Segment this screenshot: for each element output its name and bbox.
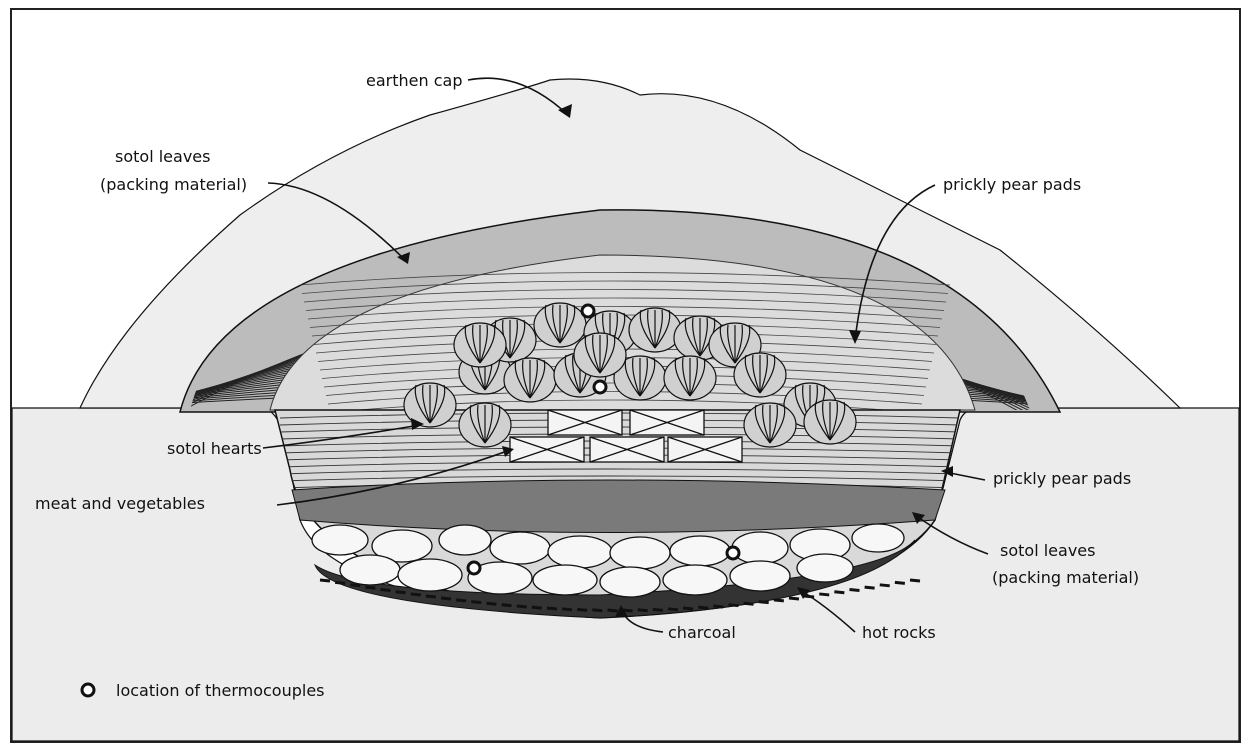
label-meat-vegetables: meat and vegetables <box>35 494 205 513</box>
charcoal-dash <box>683 608 693 609</box>
meat-vegetable-package <box>548 410 622 435</box>
charcoal-dash <box>880 585 890 586</box>
thermocouple-marker <box>594 381 606 393</box>
charcoal-dash <box>592 610 602 611</box>
hot-rock <box>548 536 612 568</box>
label-sotol-hearts: sotol hearts <box>167 439 262 458</box>
label-sotol-leaves-top: sotol leaves <box>115 147 210 166</box>
legend: location of thermocouples <box>82 681 325 700</box>
charcoal-dash <box>728 605 738 606</box>
hot-rock <box>312 525 368 555</box>
charcoal-dash <box>562 609 572 610</box>
charcoal-dash <box>577 609 587 610</box>
hot-rock <box>852 524 904 552</box>
charcoal-dash <box>668 609 678 610</box>
label-prickly-pear-mid: prickly pear pads <box>993 469 1131 488</box>
charcoal-dash <box>365 587 375 588</box>
hot-rock <box>490 532 550 564</box>
sotol-heart <box>454 323 506 367</box>
charcoal-dash <box>517 606 527 607</box>
charcoal-dash <box>834 592 844 593</box>
charcoal-dash <box>547 608 557 609</box>
label-sotol-leaves-bottom: sotol leaves <box>1000 541 1095 560</box>
charcoal-dash <box>910 580 920 581</box>
sotol-heart <box>534 303 586 347</box>
charcoal-dash <box>819 594 829 595</box>
charcoal-dash <box>774 600 784 601</box>
charcoal-dash <box>396 592 406 593</box>
sotol-leaves-band <box>292 480 945 533</box>
sotol-heart <box>574 333 626 377</box>
sotol-heart <box>744 403 796 447</box>
sotol-heart <box>664 356 716 400</box>
meat-vegetable-package <box>668 437 742 462</box>
sotol-heart <box>629 308 681 352</box>
hot-rock <box>533 565 597 595</box>
charcoal-dash <box>502 605 512 606</box>
charcoal-dash <box>865 587 875 588</box>
charcoal-dash <box>335 582 345 583</box>
meat-vegetable-package <box>510 437 584 462</box>
hot-rock <box>610 537 670 569</box>
charcoal-dash <box>456 600 466 601</box>
hot-rock <box>398 559 462 591</box>
charcoal-dash <box>713 606 723 607</box>
thermocouple-marker <box>582 305 594 317</box>
hot-rock <box>600 567 660 597</box>
charcoal-dash <box>320 580 330 581</box>
sotol-heart <box>504 358 556 402</box>
charcoal-dash <box>486 603 496 604</box>
label-hot-rocks: hot rocks <box>862 623 936 642</box>
charcoal-dash <box>350 585 360 586</box>
charcoal-dash <box>759 602 769 603</box>
legend-text: location of thermocouples <box>116 681 325 700</box>
charcoal-dash <box>441 598 451 599</box>
charcoal-dash <box>532 607 542 608</box>
thermocouple-marker <box>727 547 739 559</box>
charcoal-dash <box>607 610 617 611</box>
charcoal-dash <box>789 598 799 599</box>
charcoal-dash <box>653 609 663 610</box>
charcoal-dash <box>411 594 421 595</box>
hot-rock <box>730 561 790 591</box>
hot-rock <box>340 555 400 585</box>
hot-rock <box>797 554 853 582</box>
charcoal-dash <box>426 596 436 597</box>
charcoal-dash <box>698 607 708 608</box>
sotol-heart <box>734 353 786 397</box>
legend-thermocouple-icon <box>82 684 94 696</box>
charcoal-dash <box>381 590 391 591</box>
charcoal-dash <box>895 582 905 583</box>
meat-vegetable-package <box>590 437 664 462</box>
charcoal-dash <box>849 590 859 591</box>
label-earthen-cap: earthen cap <box>366 71 462 90</box>
label-prickly-pear-top: prickly pear pads <box>943 175 1081 194</box>
hot-rock <box>732 532 788 564</box>
hot-rock <box>670 536 730 566</box>
hot-rock <box>663 565 727 595</box>
hot-rock <box>439 525 491 555</box>
charcoal-dash <box>744 603 754 604</box>
thermocouple-marker <box>468 562 480 574</box>
charcoal-dash <box>471 602 481 603</box>
label-sotol-leaves-top-note: (packing material) <box>100 175 247 194</box>
meat-vegetable-package <box>630 410 704 435</box>
sotol-heart <box>459 403 511 447</box>
charcoal-dash <box>638 610 648 611</box>
sotol-heart <box>804 400 856 444</box>
label-charcoal: charcoal <box>668 623 736 642</box>
label-sotol-leaves-bottom-note: (packing material) <box>992 568 1139 587</box>
